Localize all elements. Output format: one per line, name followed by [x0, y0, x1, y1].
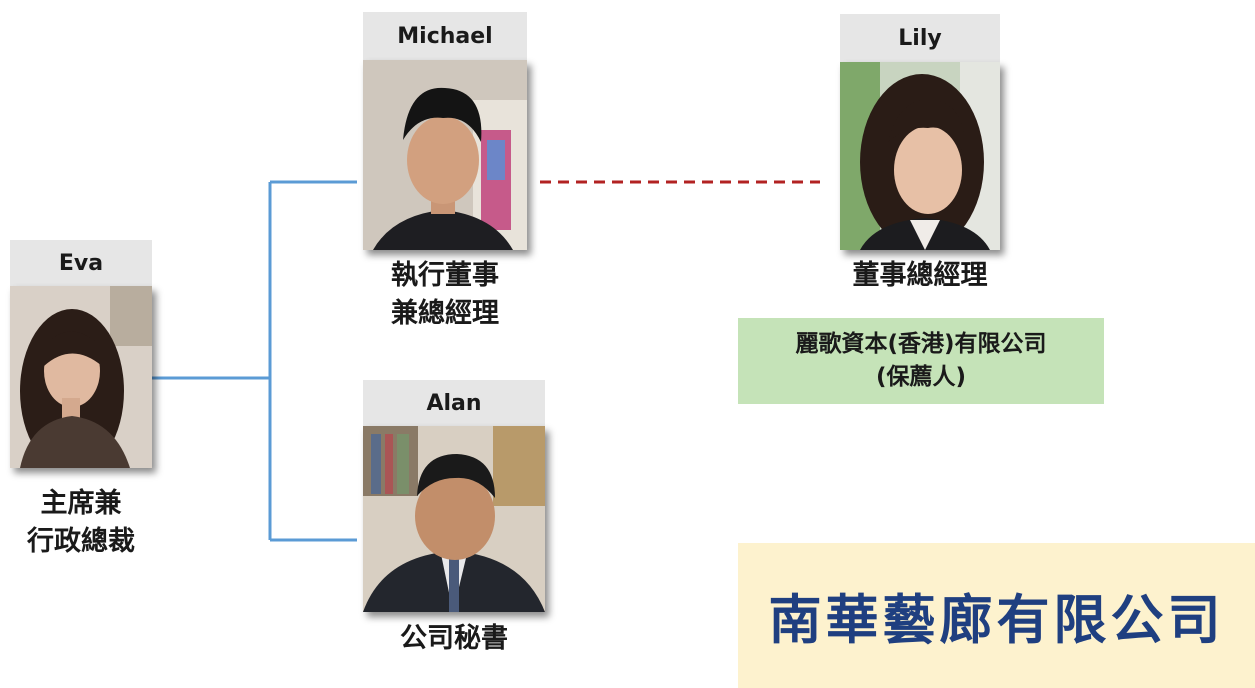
- eva-title-line2: 行政總裁: [27, 526, 135, 557]
- michael-portrait-icon: [363, 60, 527, 250]
- michael-photo: [363, 60, 527, 250]
- alan-title-line1: 公司秘書: [400, 623, 508, 654]
- alan-title: 公司秘書: [353, 620, 555, 658]
- alan-portrait-icon: [363, 426, 545, 612]
- company-name: 南華藝廊有限公司: [768, 589, 1225, 651]
- michael-name-label: Michael: [363, 12, 527, 60]
- company-banner: 南華藝廊有限公司: [738, 543, 1255, 688]
- michael-title: 執行董事 兼總經理: [353, 257, 537, 333]
- lily-name-label: Lily: [840, 14, 1000, 62]
- alan-photo: [363, 426, 545, 612]
- lily-portrait-icon: [840, 62, 1000, 250]
- eva-title: 主席兼 行政總裁: [0, 485, 162, 561]
- michael-title-line2: 兼總經理: [391, 298, 499, 329]
- eva-name-label: Eva: [10, 240, 152, 286]
- sponsor-box: 麗歌資本(香港)有限公司 (保薦人): [738, 318, 1104, 404]
- sponsor-name: 麗歌資本(香港)有限公司: [795, 331, 1047, 357]
- eva-photo: [10, 286, 152, 468]
- eva-title-line1: 主席兼: [40, 488, 122, 519]
- lily-title-line1: 董事總經理: [852, 260, 988, 291]
- lily-title: 董事總經理: [830, 257, 1010, 295]
- alan-name-label: Alan: [363, 380, 545, 426]
- sponsor-role: (保薦人): [875, 364, 967, 390]
- eva-portrait-icon: [10, 286, 152, 468]
- michael-title-line1: 執行董事: [391, 260, 499, 291]
- lily-photo: [840, 62, 1000, 250]
